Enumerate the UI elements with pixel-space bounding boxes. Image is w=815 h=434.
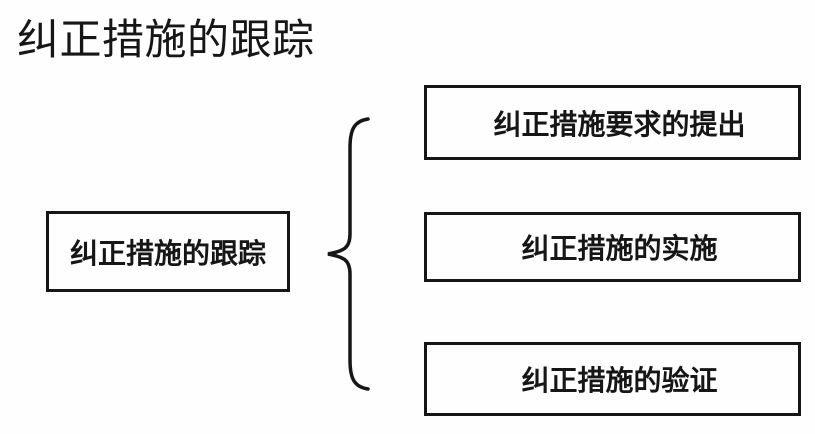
branch-node-verification-label: 纠正措施的验证	[521, 364, 718, 397]
root-node: 纠正措施的跟踪	[46, 211, 290, 292]
branch-node-verification: 纠正措施的验证	[424, 342, 801, 416]
branch-node-proposal: 纠正措施要求的提出	[424, 85, 801, 160]
root-node-label: 纠正措施的跟踪	[69, 236, 266, 270]
branch-node-implementation: 纠正措施的实施	[424, 212, 801, 282]
curly-brace-icon	[327, 117, 370, 391]
page-title: 纠正措施的跟踪	[17, 15, 315, 64]
curly-brace-path	[327, 117, 370, 391]
branch-node-proposal-label: 纠正措施要求的提出	[493, 107, 746, 141]
branch-node-implementation-label: 纠正措施的实施	[521, 232, 718, 265]
